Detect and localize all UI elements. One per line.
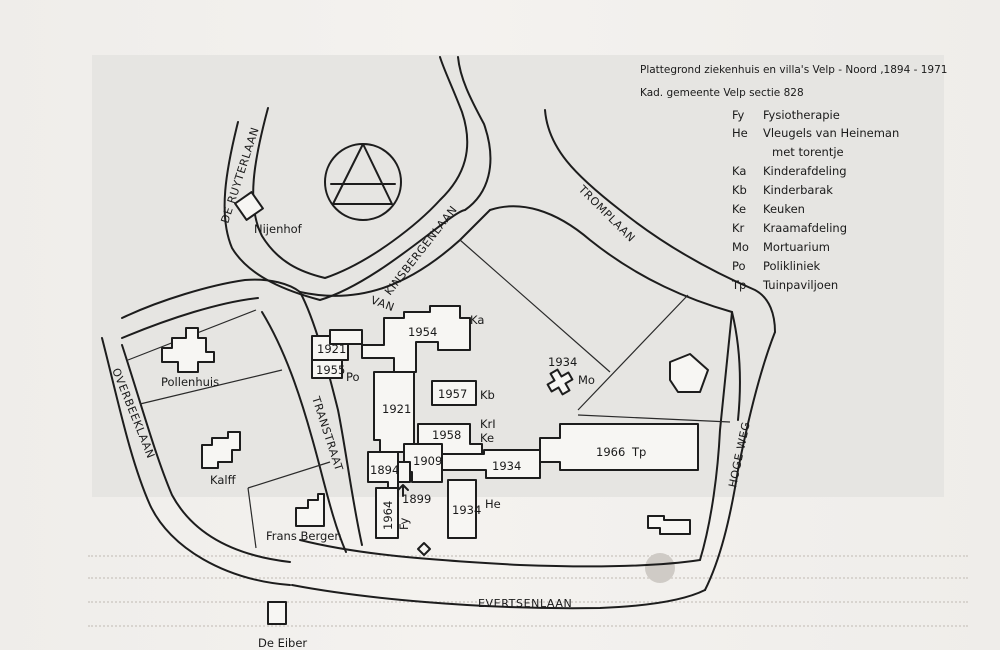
map-header: Plattegrond ziekenhuis en villa's Velp -… bbox=[640, 64, 947, 99]
legend-text: met torentje bbox=[772, 145, 844, 159]
legend-code: Ka bbox=[732, 164, 746, 178]
label-1934-center: 1934 bbox=[492, 459, 521, 473]
legend-code: Fy bbox=[732, 108, 745, 122]
nijenhof-house bbox=[234, 191, 264, 221]
label-pollenhuis: Pollenhuis bbox=[161, 375, 219, 389]
label-kr: KrI bbox=[480, 417, 496, 431]
map-legend: Fy Fysiotherapie He Vleugels van Heinema… bbox=[731, 108, 899, 292]
legend-text: Polikliniek bbox=[763, 259, 821, 273]
legend-text: Fysiotherapie bbox=[763, 108, 840, 122]
label-1909: 1909 bbox=[413, 454, 442, 468]
legend-text: Tuinpaviljoen bbox=[762, 278, 838, 292]
kalff-building bbox=[201, 431, 241, 469]
legend-code: Kr bbox=[732, 221, 745, 235]
torentje-marker bbox=[417, 542, 431, 556]
road-lines bbox=[101, 56, 776, 610]
villa-building bbox=[669, 353, 709, 393]
building-annex bbox=[329, 329, 363, 345]
label-1899: 1899 bbox=[402, 492, 431, 506]
pollenhuis-building bbox=[161, 327, 215, 373]
de-eiber-building bbox=[267, 601, 287, 625]
road-label-evertsenlaan: EVERTSENLAAN bbox=[478, 597, 572, 610]
label-ke: Ke bbox=[480, 431, 494, 445]
photo-background-band bbox=[92, 55, 944, 497]
label-de-eiber: De Eiber bbox=[258, 636, 307, 650]
legend-code: Kb bbox=[732, 183, 747, 197]
label-1921-main: 1921 bbox=[382, 402, 411, 416]
mortuarium-building bbox=[546, 368, 574, 396]
label-1957: 1957 bbox=[438, 387, 467, 401]
label-nijenhof: Nijenhof bbox=[254, 222, 303, 236]
frans-bergen-building bbox=[295, 493, 325, 527]
label-frans-bergen: Frans Bergen bbox=[266, 529, 342, 543]
label-1934-mo: 1934 bbox=[548, 355, 577, 369]
building-1957-kb bbox=[431, 380, 477, 406]
label-1964: 1964 bbox=[381, 501, 395, 530]
label-1954: 1954 bbox=[408, 325, 437, 339]
label-tp: Tp bbox=[631, 445, 646, 459]
legend-text: Kinderbarak bbox=[763, 183, 833, 197]
legend-code: Ke bbox=[732, 202, 746, 216]
garden-star bbox=[330, 143, 396, 205]
legend-text: Vleugels van Heineman bbox=[763, 126, 899, 140]
legend-text: Keuken bbox=[763, 202, 805, 216]
label-po: Po bbox=[346, 370, 360, 384]
legend-code: He bbox=[732, 126, 748, 140]
legend-text: Kinderafdeling bbox=[763, 164, 847, 178]
map-title: Plattegrond ziekenhuis en villa's Velp -… bbox=[640, 64, 947, 76]
bleed-through-line bbox=[88, 625, 968, 637]
garden-circle bbox=[324, 143, 402, 221]
label-kalff: Kalff bbox=[210, 473, 237, 487]
building-1934-he bbox=[447, 479, 477, 539]
label-1934-he: 1934 bbox=[452, 503, 481, 517]
building-1954-ka bbox=[361, 305, 471, 373]
label-1921-north: 1921 bbox=[317, 342, 346, 356]
road-labels: DE RUYTERLAAN VAN KINSBERGENLAAN TROMPLA… bbox=[109, 125, 753, 610]
legend-text: Mortuarium bbox=[763, 240, 830, 254]
map-subtitle: Kad. gemeente Velp sectie 828 bbox=[640, 87, 804, 99]
bleed-through-line bbox=[88, 577, 968, 589]
label-1894: 1894 bbox=[370, 463, 399, 477]
bleed-through-line bbox=[88, 555, 968, 567]
building-1934-center bbox=[441, 449, 541, 479]
bleed-through-line bbox=[88, 601, 968, 613]
label-he: He bbox=[485, 497, 501, 511]
road-label-transtraat: TRANSTRAAT bbox=[309, 394, 346, 473]
legend-text: Kraamafdeling bbox=[763, 221, 847, 235]
legend-code: Tp bbox=[731, 278, 746, 292]
shadow-spot bbox=[645, 553, 675, 583]
label-1958: 1958 bbox=[432, 428, 461, 442]
building-1964-fy bbox=[375, 487, 399, 539]
hospital-complex bbox=[311, 305, 699, 539]
label-kb: Kb bbox=[480, 388, 495, 402]
surrounding-buildings bbox=[161, 143, 709, 625]
building-labels: 1954 Ka 1921 1955 Po 1934 Mo 1921 1957 K… bbox=[316, 313, 646, 530]
legend-code: Po bbox=[732, 259, 746, 273]
label-mo: Mo bbox=[578, 373, 595, 387]
label-ka: Ka bbox=[470, 313, 484, 327]
place-labels: Nijenhof Pollenhuis Kalff Frans Bergen D… bbox=[161, 222, 342, 650]
label-fy: Fy bbox=[397, 517, 411, 530]
label-1966: 1966 bbox=[596, 445, 625, 459]
arrow-icon bbox=[397, 484, 409, 497]
legend-code: Mo bbox=[732, 240, 749, 254]
building-1899 bbox=[397, 461, 411, 483]
road-label-hoge-weg: HOGE WEG bbox=[726, 420, 753, 488]
building-1966-tp bbox=[539, 423, 699, 471]
building-1955-po bbox=[311, 359, 343, 379]
villa-building bbox=[647, 515, 691, 535]
label-1955: 1955 bbox=[316, 363, 345, 377]
